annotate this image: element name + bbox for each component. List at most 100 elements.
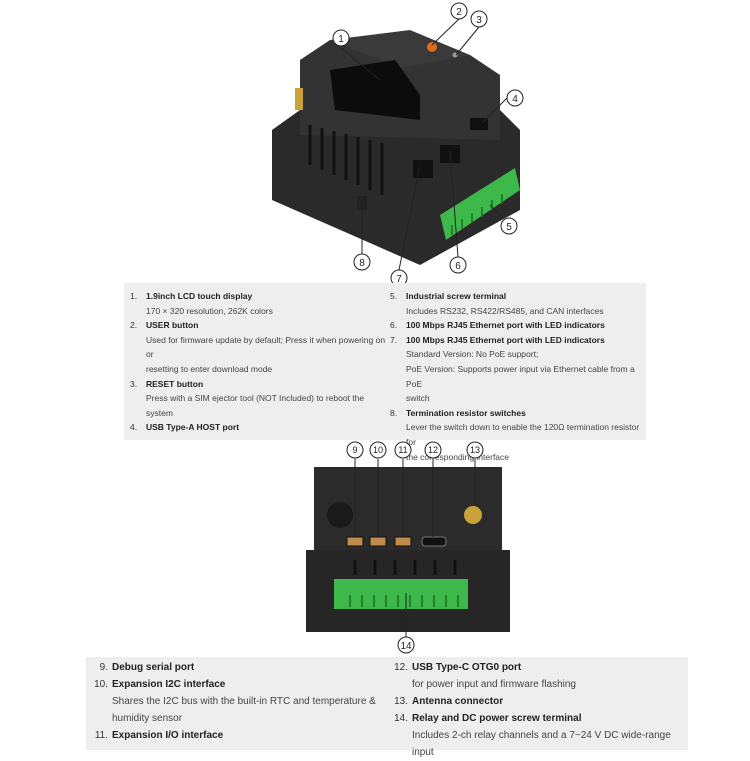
callout-6 bbox=[449, 256, 467, 274]
io-port-icon bbox=[394, 536, 412, 547]
feature-title: USER button bbox=[146, 320, 199, 331]
feature-title-row: 5.Industrial screw terminal bbox=[390, 289, 646, 304]
front-callout-row: 9 10 11 12 13 bbox=[346, 441, 484, 459]
feature-title-row: 1. 1.9inch LCD touch display bbox=[130, 289, 390, 304]
callout-label: 7 bbox=[396, 274, 402, 285]
feature-number: 13. bbox=[394, 696, 408, 707]
callout-13 bbox=[466, 441, 484, 459]
feature-list-top: 1. 1.9inch LCD touch display 170 × 320 res… bbox=[124, 283, 646, 462]
feature-column-right: 12.USB Type-C OTG0 port for power input a… bbox=[386, 659, 688, 761]
feature-title: Industrial screw terminal bbox=[406, 291, 507, 301]
callout-lines bbox=[340, 18, 508, 271]
callout-2 bbox=[450, 2, 468, 20]
callout-label: 10 bbox=[373, 445, 383, 455]
relay-terminal-slots bbox=[349, 595, 459, 607]
feature-number: 3. bbox=[130, 378, 138, 389]
usb-c-port-icon bbox=[421, 536, 447, 547]
feature-title-row: 4.USB Type-A HOST port bbox=[130, 420, 390, 435]
feature-title-row: 10. Expansion I2C interface bbox=[86, 676, 386, 693]
feature-number: 2. bbox=[130, 320, 138, 331]
feature-description: Standard Version: No PoE support; bbox=[406, 349, 539, 360]
feature-title-row: 6.100 Mbps RJ45 Ethernet port with LED i… bbox=[390, 318, 646, 333]
device-top-face bbox=[330, 30, 470, 68]
callout-8 bbox=[353, 253, 371, 271]
feature-description: PoE Version: Supports power input via Et… bbox=[406, 363, 635, 389]
feature-item: 11.Expansion I/O interface bbox=[86, 727, 386, 744]
feature-number: 9. bbox=[99, 662, 108, 673]
feature-title-row: 9. Debug serial port bbox=[86, 659, 386, 676]
feature-column-left: 1. 1.9inch LCD touch display 170 × 320 res… bbox=[130, 289, 390, 435]
feature-title: USB Type-A HOST port bbox=[146, 422, 240, 433]
feature-number: 14. bbox=[394, 713, 408, 724]
feature-number: 8. bbox=[390, 407, 398, 418]
feature-title: Debug serial port bbox=[112, 662, 195, 673]
feature-item: 7.100 Mbps RJ45 Ethernet port with LED i… bbox=[390, 333, 646, 406]
i2c-port-icon bbox=[369, 536, 387, 547]
antenna-connector-icon bbox=[295, 88, 303, 110]
callout-lines-front bbox=[354, 459, 476, 638]
feature-number: 11. bbox=[94, 730, 108, 741]
rj45-port-1 bbox=[413, 160, 433, 178]
front-hole bbox=[327, 502, 353, 528]
device-front-figure: 14 bbox=[0, 441, 750, 660]
feature-title: 1.9inch LCD touch display bbox=[146, 291, 253, 301]
callout-label: 8 bbox=[359, 258, 365, 269]
feature-item: 13. Antenna connector bbox=[386, 693, 688, 710]
feature-title-row: 12.USB Type-C OTG0 port bbox=[386, 659, 688, 676]
device-front-illustration: 14 bbox=[306, 441, 510, 654]
callout-1 bbox=[332, 29, 350, 47]
device-top-figure: 1 2 3 4 5 6 7 8 bbox=[0, 0, 750, 287]
feature-list-bottom: 9. Debug serial port 10. Expansion I2C inte… bbox=[86, 657, 688, 758]
feature-number: 7. bbox=[390, 334, 398, 345]
feature-title-row: 11.Expansion I/O interface bbox=[86, 727, 386, 744]
callout-14 bbox=[397, 636, 415, 654]
feature-number: 6. bbox=[390, 320, 398, 331]
relay-power-terminal bbox=[334, 579, 468, 609]
feature-item: 1. 1.9inch LCD touch display 170 × 320 res… bbox=[130, 289, 390, 318]
feature-number: 1. bbox=[130, 291, 138, 301]
callout-label: 1 bbox=[338, 34, 344, 45]
callout-label: 9 bbox=[352, 445, 357, 455]
screw-terminal-slots bbox=[451, 194, 503, 235]
callout-label: 12 bbox=[428, 445, 438, 455]
feature-description: for power input and firmware flashing bbox=[412, 679, 576, 690]
feature-title: RESET button bbox=[146, 378, 204, 389]
screw-terminal bbox=[440, 168, 520, 240]
feature-title-row: 14.Relay and DC power screw terminal bbox=[386, 710, 688, 727]
feature-item: 9. Debug serial port bbox=[86, 659, 386, 676]
user-button-icon bbox=[427, 42, 437, 52]
feature-description: 170 × 320 resolution, 262K colors bbox=[146, 305, 273, 316]
callout-3 bbox=[470, 10, 488, 28]
callout-9 bbox=[346, 441, 364, 459]
feature-description: Lever the switch down to enable the 120Ω… bbox=[406, 422, 640, 447]
feature-title: Antenna connector bbox=[412, 696, 504, 707]
callout-4 bbox=[506, 89, 524, 107]
device-top-illustration: 1 2 3 4 5 6 7 8 bbox=[272, 2, 524, 287]
callout-label: 2 bbox=[456, 7, 462, 18]
callout-11 bbox=[394, 441, 412, 459]
feature-description: humidity sensor bbox=[112, 713, 183, 724]
feature-title: Expansion I2C interface bbox=[112, 679, 226, 690]
reset-button-icon bbox=[452, 52, 458, 58]
feature-title-row: 13. Antenna connector bbox=[386, 693, 688, 710]
debug-port-icon bbox=[346, 536, 364, 547]
feature-description: the corresponding interface bbox=[406, 451, 510, 462]
callout-label: 6 bbox=[455, 261, 461, 272]
antenna-connector-icon bbox=[464, 506, 482, 524]
feature-description: switch bbox=[406, 393, 430, 404]
feature-title-row: 8. Termination resistor switches bbox=[390, 406, 646, 421]
feature-title-row: 3. RESET button bbox=[130, 377, 390, 392]
feature-description: Includes RS232, RS422/RS485, and CAN int… bbox=[406, 305, 604, 316]
feature-title: Termination resistor switches bbox=[406, 407, 526, 418]
feature-number: 10. bbox=[94, 679, 108, 690]
feature-title-row: 2. USER button bbox=[130, 318, 390, 333]
vent-slots-front bbox=[353, 560, 457, 575]
vent-slots bbox=[308, 125, 384, 195]
lcd-display bbox=[330, 60, 420, 120]
feature-title-row: 7.100 Mbps RJ45 Ethernet port with LED i… bbox=[390, 333, 646, 348]
callout-label: 4 bbox=[512, 94, 518, 105]
